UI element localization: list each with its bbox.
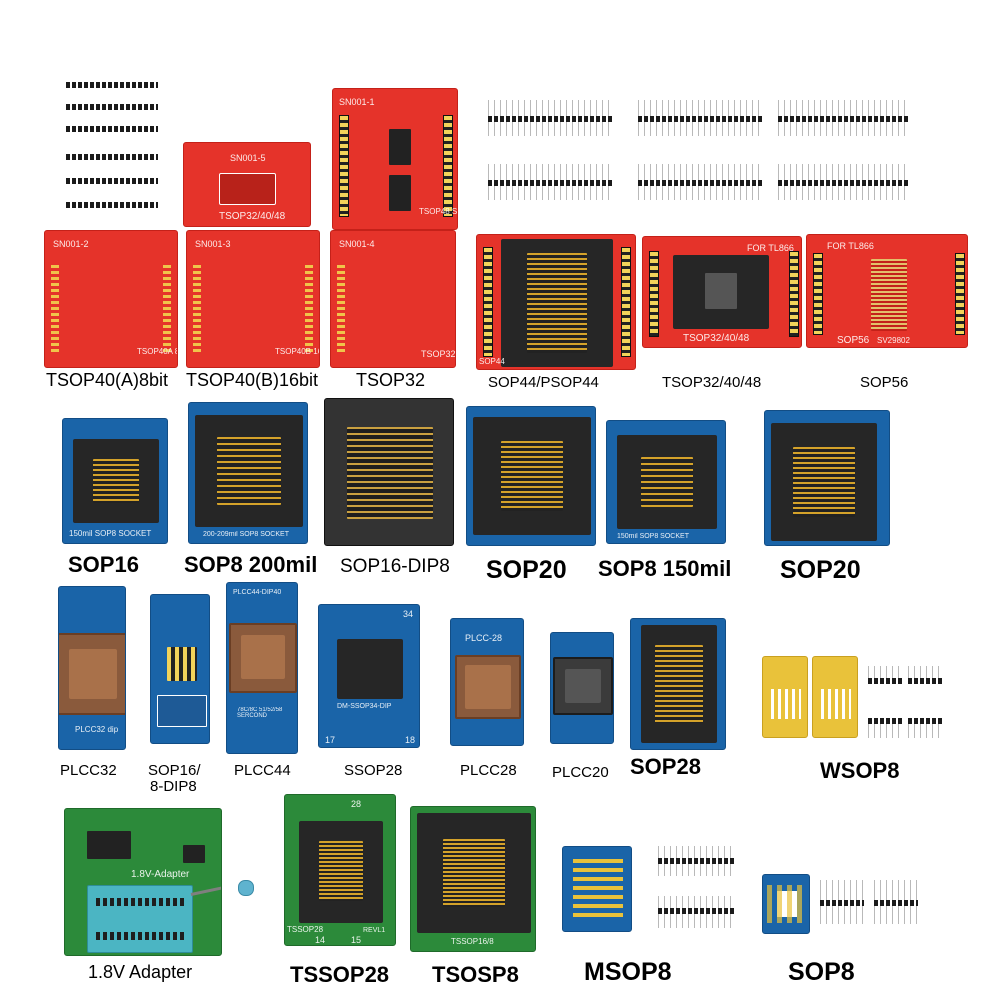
- sop20-board-b: [764, 410, 890, 546]
- tsop-adapter-sn001-1: SN001-1 TSOP48 SOP44: [332, 88, 458, 230]
- board-label: TSOP32: [421, 349, 456, 359]
- sop16-dip8-board: [324, 398, 454, 546]
- pin-28: 28: [351, 799, 362, 809]
- socket-label: 200-209mil SOP8 SOCKET: [203, 531, 289, 538]
- board-label: TSOP40B 16 bits: [275, 347, 319, 356]
- board-id: SN001-1: [339, 97, 375, 107]
- board-label: TSOP32/40/48: [683, 333, 750, 344]
- board-label: TSOP48 SOP44: [419, 207, 458, 216]
- board-id: SN001-5: [230, 153, 266, 163]
- label-tsop40b: TSOP40(B)16bit: [186, 370, 319, 390]
- label-sop56: SOP56: [860, 374, 909, 391]
- label-sop8-150mil: SOP8 150mil: [598, 556, 732, 581]
- long-pin-headers: [488, 100, 910, 212]
- tsop40b-board: SN001-3 TSOP40B 16 bits: [186, 230, 320, 368]
- socket-label: 150mil SOP8 SOCKET: [69, 529, 152, 538]
- label-sop44: SOP44/PSOP44: [488, 374, 599, 391]
- label-plcc28: PLCC28: [460, 762, 517, 779]
- label-sop8: SOP8: [788, 958, 855, 986]
- label-sop20-a: SOP20: [486, 556, 567, 584]
- adapter-1v8-board: 1.8V-Adapter: [64, 808, 222, 956]
- pin-14: 14: [315, 935, 326, 945]
- board-sub: 78C/8C 51/52/58 SERCOND: [237, 707, 283, 719]
- label-wsop8: WSOP8: [820, 758, 900, 783]
- board-label: 1.8V-Adapter: [131, 869, 190, 880]
- pin-15: 15: [351, 935, 362, 945]
- pin-header-stack: [66, 82, 158, 217]
- board-label: SOP56: [837, 335, 870, 346]
- board-rev: REVL1: [363, 927, 386, 934]
- label-sop16-dip8: SOP16-DIP8: [340, 556, 450, 577]
- label-msop8: MSOP8: [584, 958, 672, 986]
- board-label: PLCC-28: [465, 633, 503, 643]
- wsop8-pin-headers: [868, 666, 946, 742]
- sop8-150mil-board: 150mil SOP8 SOCKET: [606, 420, 726, 544]
- board-label: PLCC32 dip: [75, 725, 119, 734]
- board-id: SN001-3: [195, 239, 231, 249]
- plcc32-board: PLCC32 dip: [58, 586, 126, 750]
- sop16-8dip8-board: [150, 594, 210, 744]
- ssop28-board: 34 DM-SSOP34-DIP 17 18: [318, 604, 420, 748]
- label-sop16-8dip8-line1: SOP16/: [148, 762, 201, 779]
- sop8-200mil-board: 200-209mil SOP8 SOCKET: [188, 402, 308, 544]
- zif-lever-knob[interactable]: [238, 880, 254, 896]
- plcc28-board: PLCC-28: [450, 618, 524, 746]
- tsosp8-board: TSSOP16/8: [410, 806, 536, 952]
- tsop-adapter-sn001-5: SN001-5 TSOP32/40/48: [183, 142, 311, 227]
- label-tsop32: TSOP32: [356, 370, 426, 390]
- pin-34: 34: [403, 609, 414, 619]
- pin-17: 17: [325, 735, 336, 745]
- label-tsop40a: TSOP40(A)8bit: [46, 370, 169, 390]
- label-plcc20: PLCC20: [552, 764, 609, 781]
- tsop32-board: SN001-4 TSOP32: [330, 230, 456, 368]
- tsop3248-board: FOR TL866 TSOP32/40/48: [642, 236, 802, 348]
- tsop40a-board: SN001-2 TSOP40A 8 bits: [44, 230, 178, 368]
- board-note: FOR TL866: [827, 241, 874, 251]
- sop16-board: 150mil SOP8 SOCKET: [62, 418, 168, 544]
- label-tsosp8: TSOSP8: [432, 962, 519, 987]
- sop20-board-a: [466, 406, 596, 546]
- label-sop16-8dip8-line2: 8-DIP8: [150, 778, 197, 795]
- socket-label: 150mil SOP8 SOCKET: [617, 533, 689, 540]
- label-plcc44: PLCC44: [234, 762, 291, 779]
- sop56-board: FOR TL866 SOP56 SV29802: [806, 234, 968, 348]
- plcc20-board: [550, 632, 614, 744]
- pin-18: 18: [405, 735, 416, 745]
- board-id: SN001-4: [339, 239, 375, 249]
- sop8-board: [762, 874, 810, 934]
- board-label: SOP44: [479, 357, 505, 366]
- board-label: TSOP32/40/48: [219, 211, 286, 222]
- tssop28-board: 28 TSSOP28 14 15 REVL1: [284, 794, 396, 946]
- wsop8-board-a: [762, 656, 808, 738]
- msop8-pin-headers: [654, 846, 738, 940]
- label-plcc32: PLCC32: [60, 762, 117, 779]
- board-code: SV29802: [877, 336, 910, 345]
- label-sop8-200mil: SOP8 200mil: [184, 552, 318, 577]
- board-note: FOR TL866: [747, 243, 794, 253]
- sop44-board: SOP44: [476, 234, 636, 370]
- sop8-pin-headers: [816, 880, 924, 936]
- label-sop20-b: SOP20: [780, 556, 861, 584]
- board-label: DM-SSOP34-DIP: [337, 703, 392, 710]
- label-sop16: SOP16: [68, 552, 139, 577]
- wsop8-board-b: [812, 656, 858, 738]
- label-tsop3248: TSOP32/40/48: [662, 374, 762, 391]
- label-ssop28: SSOP28: [344, 762, 403, 779]
- sop28-board: [630, 618, 726, 750]
- msop8-board: [562, 846, 632, 932]
- board-label: TSSOP28: [287, 925, 324, 934]
- plcc44-board: PLCC44-DIP40 78C/8C 51/52/58 SERCOND: [226, 582, 298, 754]
- label-sop28: SOP28: [630, 754, 701, 779]
- board-label: PLCC44-DIP40: [233, 589, 282, 596]
- label-tssop28: TSSOP28: [290, 962, 390, 987]
- board-label: TSOP40A 8 bits: [137, 347, 177, 356]
- board-id: SN001-2: [53, 239, 89, 249]
- board-label: TSSOP16/8: [451, 937, 494, 946]
- label-adapter-1v8: 1.8V Adapter: [88, 962, 193, 982]
